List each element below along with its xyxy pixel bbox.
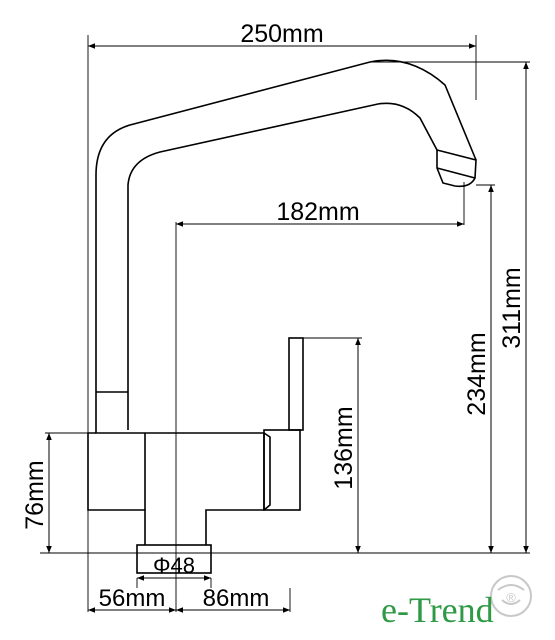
dim-label-76: 76mm (21, 460, 49, 529)
dim-label-182: 182mm (276, 198, 359, 226)
dimension-lines (46, 43, 529, 613)
logo-watermark-icon: ® (490, 575, 532, 617)
dim-label-311: 311mm (498, 267, 526, 349)
dim-label-56: 56mm (99, 585, 166, 612)
spout-outer (95, 59, 477, 430)
dimension-labels: 250mm 182mm 311mm 234mm 136mm 76mm Φ48 5… (21, 20, 526, 612)
logo-text: e-Trend (381, 590, 494, 630)
faucet-body (95, 430, 265, 545)
base-shank (136, 544, 212, 574)
spout-inner (127, 102, 438, 392)
dim-label-250: 250mm (240, 20, 323, 48)
dim-label-234: 234mm (463, 332, 491, 415)
handle-lever (288, 337, 304, 431)
extension-lines (40, 35, 530, 612)
svg-text:®: ® (506, 590, 516, 605)
dim-label-136: 136mm (330, 406, 358, 489)
dim-label-48: Φ48 (153, 553, 195, 578)
handle-cap (263, 429, 301, 511)
spout-nozzle (436, 148, 477, 188)
dim-label-86: 86mm (203, 585, 270, 612)
faucet-outline (87, 59, 477, 574)
brand-logo: ® e-Trend (381, 575, 532, 630)
